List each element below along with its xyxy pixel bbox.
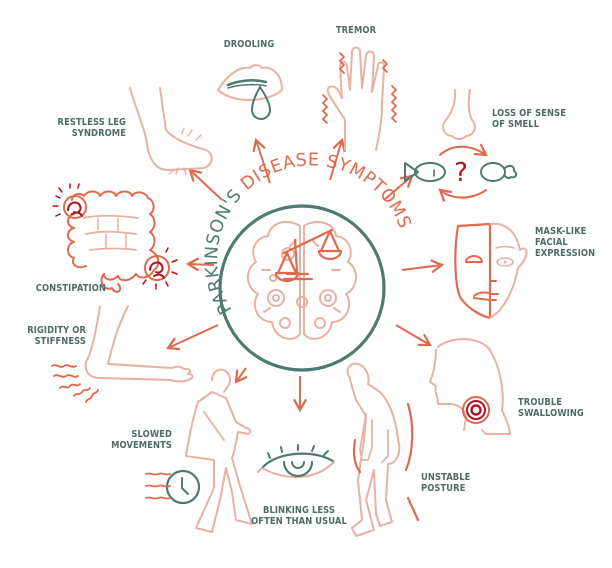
scales-icon bbox=[274, 228, 343, 283]
walking-man-clock-icon bbox=[145, 368, 253, 533]
arrow-swallowing bbox=[395, 324, 432, 347]
arrow-rigidity bbox=[165, 324, 219, 351]
label-restless-leg: RESTLESS LEG SYNDROME bbox=[57, 117, 126, 139]
arrow-mask bbox=[401, 259, 445, 273]
shaking-hand-icon bbox=[322, 46, 397, 151]
label-tremor: TREMOR bbox=[335, 25, 377, 36]
label-trouble-swallowing: TROUBLE SWALLOWING bbox=[518, 397, 584, 419]
arrow-restless-leg bbox=[188, 168, 223, 201]
label-slowed-movements: SLOWED MOVEMENTS bbox=[111, 429, 172, 451]
fish-question-drumstick-icon bbox=[404, 143, 518, 202]
intestines-icon bbox=[52, 183, 178, 293]
label-unstable-posture: UNSTABLE POSTURE bbox=[421, 472, 471, 494]
arrows bbox=[165, 137, 445, 413]
stooped-man-icon bbox=[346, 362, 420, 537]
center-circle bbox=[218, 204, 386, 372]
head-throat-icon bbox=[429, 338, 511, 435]
label-blinking: BLINKING LESS OFTEN THAN USUAL bbox=[251, 505, 347, 527]
question-mark: ? bbox=[454, 158, 468, 188]
label-constipation: CONSTIPATION bbox=[35, 283, 106, 294]
foot-icon bbox=[129, 87, 213, 175]
label-rigidity: RIGIDITY OR STIFFNESS bbox=[27, 325, 87, 347]
lips-drop-icon bbox=[216, 64, 284, 120]
nose-icon bbox=[442, 89, 476, 140]
label-mask-like: MASK-LIKE FACIAL EXPRESSION bbox=[535, 226, 596, 259]
eye-icon bbox=[257, 444, 336, 478]
bent-arm-icon bbox=[51, 305, 194, 403]
half-face-icon bbox=[454, 222, 528, 320]
brain-icon bbox=[247, 220, 357, 340]
label-drooling: DROOLING bbox=[223, 39, 275, 50]
arrow-slowed bbox=[234, 367, 248, 384]
arrow-drooling bbox=[252, 137, 271, 184]
label-loss-of-smell: LOSS OF SENSE OF SMELL bbox=[492, 108, 567, 130]
arrow-constipation bbox=[185, 257, 215, 272]
arrow-tremor bbox=[329, 137, 346, 181]
